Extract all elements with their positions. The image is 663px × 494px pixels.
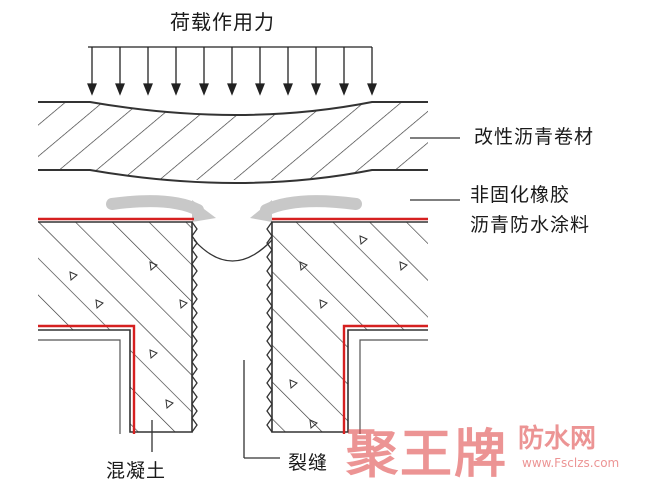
crack-edges bbox=[191, 221, 273, 433]
concrete-label: 混凝土 bbox=[106, 460, 167, 482]
watermark-suffix: 防水网 bbox=[518, 424, 597, 454]
coating-flow-arrowheads bbox=[192, 200, 272, 222]
watermark-url: www.Fsclzs.com bbox=[522, 456, 620, 470]
load-arrowhead bbox=[227, 83, 237, 96]
load-arrowhead bbox=[339, 83, 349, 96]
aggregate-mark bbox=[95, 299, 104, 309]
aggregate-mark bbox=[165, 399, 174, 409]
load-arrowhead bbox=[283, 83, 293, 96]
membrane-layer bbox=[38, 101, 428, 184]
load-arrowhead bbox=[311, 83, 321, 96]
aggregate-mark bbox=[309, 419, 318, 429]
aggregate-mark bbox=[179, 299, 188, 309]
coating-bulge bbox=[193, 239, 273, 262]
coating-red-lines bbox=[38, 217, 428, 434]
aggregate-mark bbox=[319, 299, 328, 309]
watermark: 聚王牌 防水网 www.Fsclzs.com bbox=[346, 412, 646, 485]
watermark-brand: 聚王牌 bbox=[346, 425, 509, 485]
membrane-label: 改性沥青卷材 bbox=[474, 126, 595, 148]
load-arrowhead bbox=[367, 83, 377, 96]
load-arrowhead bbox=[87, 83, 97, 96]
load-arrowhead bbox=[199, 83, 209, 96]
coating-flow-arrows bbox=[106, 195, 362, 216]
load-arrowhead bbox=[171, 83, 181, 96]
load-arrows bbox=[87, 46, 377, 96]
coating-label-line1: 非固化橡胶 bbox=[470, 184, 571, 206]
aggregate-mark bbox=[69, 271, 78, 281]
aggregate-mark bbox=[149, 261, 158, 271]
substructure-lines bbox=[38, 339, 428, 434]
aggregate-mark bbox=[399, 261, 408, 271]
load-label: 荷载作用力 bbox=[170, 10, 275, 34]
aggregate-mark bbox=[149, 349, 158, 359]
leader-lines bbox=[151, 137, 460, 459]
concrete-right bbox=[271, 221, 428, 433]
coating-label: 非固化橡胶 沥青防水涂料 bbox=[470, 180, 590, 240]
coating-label-line2: 沥青防水涂料 bbox=[470, 214, 591, 236]
load-arrowhead bbox=[143, 83, 153, 96]
aggregate-mark bbox=[289, 379, 298, 389]
concrete-aggregate bbox=[69, 235, 408, 429]
crack-label: 裂缝 bbox=[288, 452, 329, 474]
aggregate-mark bbox=[299, 261, 308, 271]
concrete-left bbox=[38, 221, 193, 433]
load-arrowhead bbox=[255, 83, 265, 96]
aggregate-mark bbox=[359, 235, 368, 245]
load-arrowhead bbox=[115, 83, 125, 96]
